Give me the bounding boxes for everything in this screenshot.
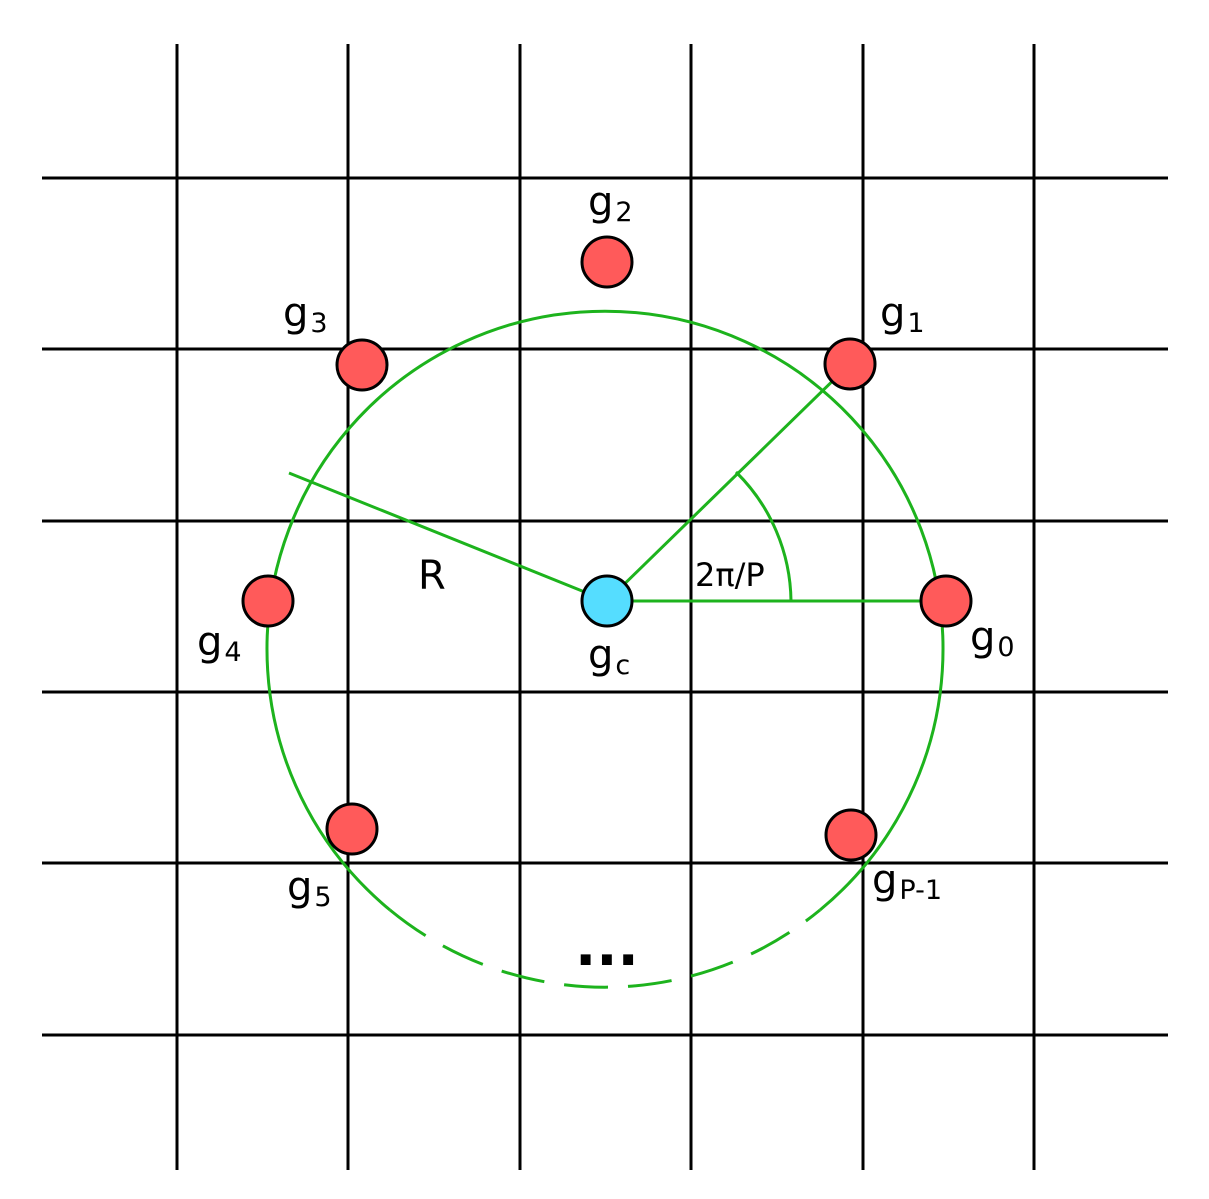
line-to-g1 (605, 362, 852, 603)
label-g1: g1 (880, 290, 925, 339)
label-gP-1: gP-1 (872, 857, 942, 906)
label-gc: gc (588, 632, 630, 681)
neighbor-point-g4 (241, 574, 295, 628)
neighbor-point-g1 (823, 337, 877, 391)
neighbor-point-g0 (919, 574, 973, 628)
sampling-circle-solid (265, 309, 945, 912)
neighbor-point-g5 (325, 802, 379, 856)
ellipsis-label: ... (575, 914, 639, 979)
angle-arc (734, 470, 793, 602)
label-g3: g3 (283, 290, 328, 339)
label-g0: g0 (970, 614, 1015, 663)
pixel-grid (42, 44, 1168, 1170)
radius-label: R (418, 553, 446, 599)
label-g4: g4 (197, 619, 242, 668)
neighbor-point-gP-1 (824, 808, 878, 862)
neighbor-point-g3 (335, 338, 389, 392)
label-g5: g5 (287, 864, 332, 913)
angle-label: 2π/P (695, 556, 765, 594)
neighbor-points (241, 235, 973, 862)
sampling-circle-dashed (389, 908, 821, 989)
radius-line (288, 471, 608, 603)
label-g2: g2 (588, 179, 633, 228)
neighbor-point-g2 (580, 235, 634, 289)
center-point (580, 574, 634, 628)
